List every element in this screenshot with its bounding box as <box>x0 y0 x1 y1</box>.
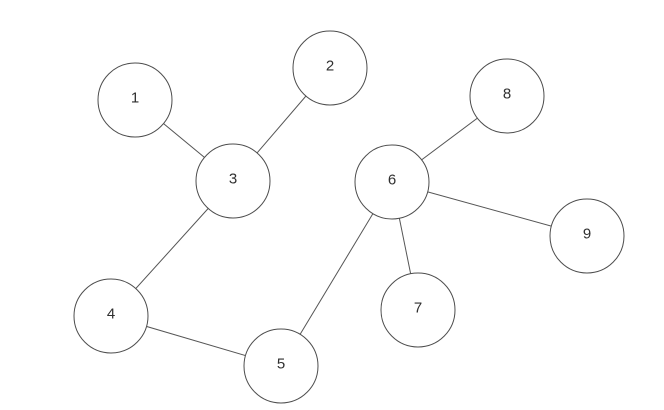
node-circle[interactable] <box>469 58 545 134</box>
node-circle[interactable] <box>354 144 430 220</box>
node-circle[interactable] <box>292 30 368 106</box>
graph-node-1[interactable]: 1 <box>97 62 173 138</box>
graph-node-2[interactable]: 2 <box>292 30 368 106</box>
node-circle[interactable] <box>97 62 173 138</box>
graph-node-8[interactable]: 8 <box>469 58 545 134</box>
graph-node-7[interactable]: 7 <box>380 272 456 348</box>
node-circle[interactable] <box>73 278 149 354</box>
graph-node-6[interactable]: 6 <box>354 144 430 220</box>
graph-node-9[interactable]: 9 <box>549 198 625 274</box>
node-circle[interactable] <box>195 143 271 219</box>
node-circle[interactable] <box>243 328 319 404</box>
graph-node-3[interactable]: 3 <box>195 143 271 219</box>
graph-node-5[interactable]: 5 <box>243 328 319 404</box>
node-circle[interactable] <box>380 272 456 348</box>
node-circle[interactable] <box>549 198 625 274</box>
graph-node-4[interactable]: 4 <box>73 278 149 354</box>
